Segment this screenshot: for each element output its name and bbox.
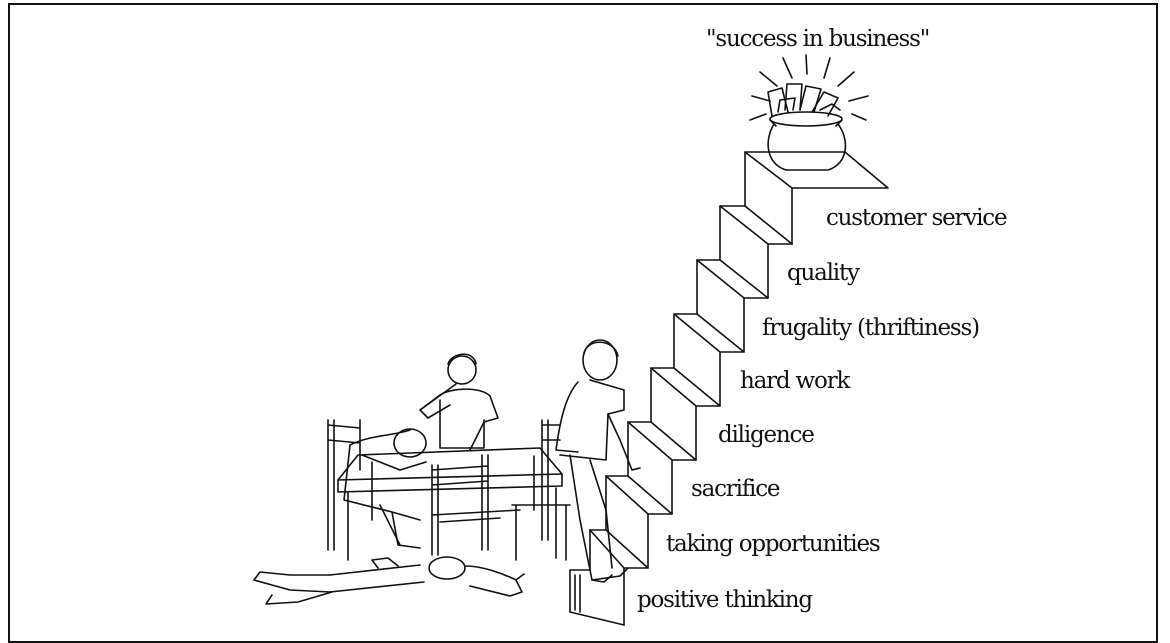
step-label-quality: quality [787, 262, 859, 285]
step-label-customer-service: customer service [826, 207, 1006, 230]
sleeping-person-figure [344, 429, 426, 548]
step-label-hard-work: hard work [740, 370, 849, 393]
goal-title: "success in business" [706, 28, 929, 51]
step-label-sacrifice: sacrifice [691, 478, 779, 501]
step-label-positive-thinking: positive thinking [637, 589, 812, 612]
step-label-taking-opportunities: taking opportunities [666, 533, 879, 556]
table [338, 448, 562, 560]
step-label-frugality: frugality (thriftiness) [762, 317, 979, 340]
step-label-diligence: diligence [718, 424, 814, 447]
yawning-person-figure [420, 354, 498, 450]
lying-person-figure [254, 557, 524, 604]
